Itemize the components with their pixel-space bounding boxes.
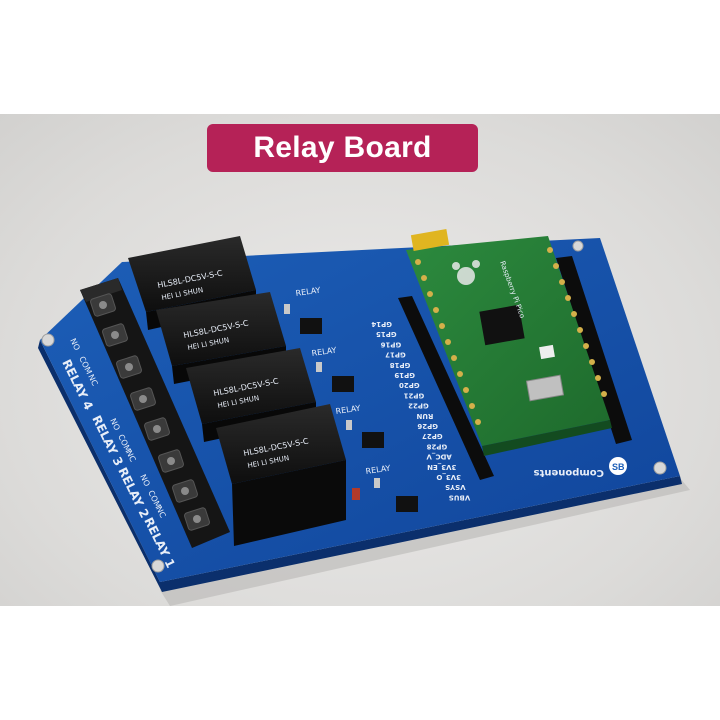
driver-label: RELAY bbox=[311, 346, 337, 358]
driver-label: RELAY bbox=[335, 404, 361, 416]
gpio-pin-label: GP28 bbox=[426, 442, 447, 450]
usb-connector-strip bbox=[410, 228, 450, 252]
brand-logo: SB Components bbox=[534, 457, 627, 478]
gpio-pin-label: GP27 bbox=[422, 432, 443, 440]
pin-header bbox=[398, 256, 632, 480]
driver-label: RELAY bbox=[365, 464, 391, 476]
driver-label: RELAY bbox=[295, 286, 321, 298]
usb-connector bbox=[525, 374, 565, 402]
rp2040-chip bbox=[479, 304, 525, 346]
gpio-pin-label: GP14 bbox=[371, 320, 392, 328]
gpio-pin-label: GP20 bbox=[399, 381, 420, 389]
brand-label: Components bbox=[534, 467, 604, 478]
raspberry-logo-icon bbox=[452, 260, 480, 285]
gpio-pin-label: GP26 bbox=[417, 422, 438, 430]
driver-ic bbox=[300, 318, 418, 512]
gpio-pin-label: GP21 bbox=[403, 391, 424, 399]
mount-hole bbox=[653, 461, 667, 475]
gpio-pin-label: GP16 bbox=[380, 340, 401, 348]
gpio-pin-label: GP22 bbox=[408, 402, 429, 410]
screw-terminal-block bbox=[80, 278, 230, 548]
gpio-pin-label: RUN bbox=[416, 412, 433, 420]
gpio-pin-label: VSYS bbox=[445, 483, 466, 491]
gpio-pin-label: VBUS bbox=[449, 493, 470, 501]
pcb-edge bbox=[38, 340, 682, 592]
page-title: Relay Board bbox=[207, 124, 478, 172]
gpio-pin-label: ADC_V bbox=[426, 453, 452, 461]
gpio-pin-label: GP15 bbox=[376, 330, 397, 338]
relay-component: HLS8L-DC5V-S-C HEI LI SHUN bbox=[216, 404, 346, 546]
mount-hole bbox=[572, 240, 584, 252]
smd-component bbox=[284, 304, 380, 500]
raspberry-pi-pico: Raspberry Pi Pico bbox=[406, 228, 612, 456]
svg-text:SB: SB bbox=[612, 462, 625, 472]
mount-hole bbox=[41, 333, 55, 347]
gpio-pin-label: 3V3_EN bbox=[427, 463, 456, 471]
gpio-pin-label: GP19 bbox=[394, 371, 415, 379]
mount-hole bbox=[151, 559, 165, 573]
gpio-pin-label: 3V3_O bbox=[436, 473, 461, 481]
board-shadow bbox=[160, 478, 690, 606]
boot-button bbox=[539, 344, 555, 360]
gpio-pin-label: GP18 bbox=[390, 361, 411, 369]
gpio-pin-label: GP17 bbox=[385, 351, 406, 359]
